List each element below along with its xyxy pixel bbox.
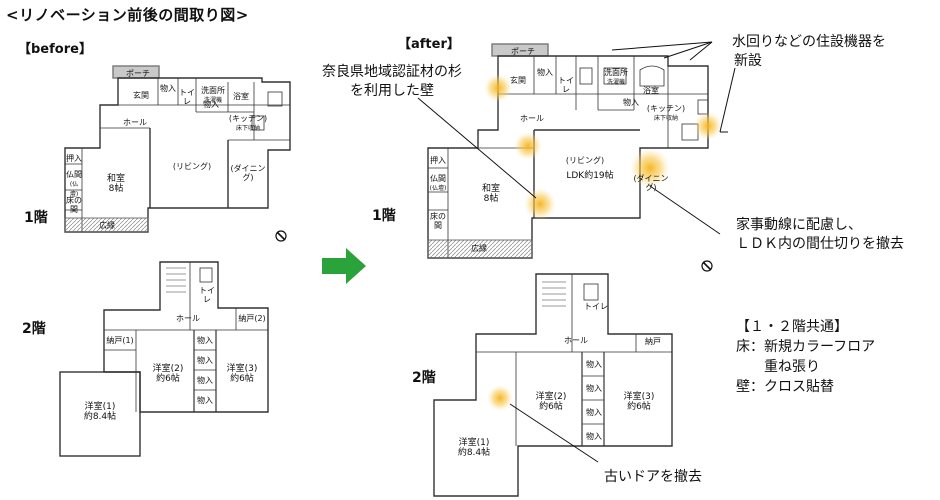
after-entrance: 玄関 bbox=[510, 76, 526, 85]
before-living: (リビング) bbox=[172, 162, 212, 171]
after-storage-2: 物入 bbox=[623, 98, 639, 107]
after2-yoshitsu1: 洋室(1)約8.4帖 bbox=[457, 438, 491, 458]
before2-storage-3: 物入 bbox=[197, 376, 213, 385]
common-heading: 【１・２階共通】 bbox=[736, 319, 848, 335]
before-floor2-plan bbox=[59, 261, 269, 457]
before2-storage-4: 物入 bbox=[197, 396, 213, 405]
renovation-highlights bbox=[484, 74, 722, 411]
after-washroom: 洗面所洗濯機 bbox=[604, 68, 628, 86]
common-wall: 壁：クロス貼替 bbox=[736, 379, 834, 395]
before2-hall: ホール bbox=[176, 314, 200, 323]
compass-icon bbox=[275, 230, 287, 242]
right-arrow-icon bbox=[322, 248, 366, 284]
annotation-cedar-wall: 奈良県地域認証材の杉 を利用した壁 bbox=[322, 64, 462, 99]
before-hall: ホール bbox=[123, 118, 147, 127]
before-storage-1: 物入 bbox=[160, 84, 176, 93]
before2-storage-2: 物入 bbox=[197, 356, 213, 365]
after2-hall: ホール bbox=[564, 336, 588, 345]
after-kitchen: (キッチン)床下収納 bbox=[646, 104, 686, 122]
before-floor1-plan bbox=[64, 65, 291, 233]
after-oshiire: 押入 bbox=[430, 156, 446, 165]
after-label: 【after】 bbox=[398, 37, 460, 52]
after-toilet: トイレ bbox=[558, 76, 574, 94]
before-floor1-label: 1階 bbox=[24, 210, 48, 226]
after2-yoshitsu3: 洋室(3)約6帖 bbox=[623, 392, 655, 412]
after2-storage-1: 物入 bbox=[586, 360, 602, 369]
before-floor2-label: 2階 bbox=[22, 321, 46, 337]
before-kitchen: (キッチン)床下収納 bbox=[228, 114, 268, 132]
after-dining: (ダイニング) bbox=[633, 174, 669, 192]
leader-lines bbox=[417, 41, 736, 463]
after-butsuma: 仏間(仏壇) bbox=[429, 174, 447, 192]
common-notes: 【１・２階共通】 床：新規カラーフロア 重ね張り 壁：クロス貼替 bbox=[736, 317, 875, 397]
before-tokonoma: 床の間 bbox=[66, 196, 82, 214]
annotation-equipment: 水回りなどの住設機器を 新設 bbox=[732, 34, 886, 69]
after-floor1-label: 1階 bbox=[372, 208, 396, 224]
after-engawa: 広縁 bbox=[471, 244, 487, 253]
before2-yoshitsu2: 洋室(2)約6帖 bbox=[152, 364, 184, 384]
compass-icon bbox=[701, 260, 713, 272]
after2-yoshitsu2: 洋室(2)約6帖 bbox=[535, 392, 567, 412]
before2-nando1: 納戸(1) bbox=[106, 336, 134, 345]
before2-yoshitsu1: 洋室(1)約8.4帖 bbox=[83, 402, 117, 422]
after2-storage-4: 物入 bbox=[586, 432, 602, 441]
after-bath: 浴室 bbox=[643, 86, 659, 95]
before-butsuma: 仏間(仏壇) bbox=[66, 170, 82, 198]
before-engawa: 広縁 bbox=[99, 221, 115, 230]
after2-storage-3: 物入 bbox=[586, 408, 602, 417]
before2-yoshitsu3: 洋室(3)約6帖 bbox=[226, 364, 258, 384]
common-floor-1: 床：新規カラーフロア bbox=[736, 339, 876, 355]
after2-nando: 納戸 bbox=[645, 337, 661, 346]
after-ldk: LDK約19帖 bbox=[566, 171, 614, 181]
before-label: 【before】 bbox=[18, 42, 92, 57]
after2-toilet: トイレ bbox=[584, 302, 608, 311]
annotation-housework: 家事動線に配慮し、 ＬＤＫ内の間仕切りを撤去 bbox=[736, 217, 904, 252]
after-hall: ホール bbox=[520, 114, 544, 123]
after-floor2-plan bbox=[433, 273, 673, 497]
after2-storage-2: 物入 bbox=[586, 384, 602, 393]
before-dining: (ダイニング) bbox=[230, 164, 266, 182]
before2-nando2: 納戸(2) bbox=[238, 314, 266, 323]
before-entrance: 玄関 bbox=[133, 91, 149, 100]
after-living: (リビング) bbox=[565, 156, 605, 165]
before-toilet: トイレ bbox=[179, 88, 195, 106]
after-storage-1: 物入 bbox=[537, 68, 553, 77]
common-floor-2: 重ね張り bbox=[764, 359, 820, 375]
before-bath: 浴室 bbox=[233, 92, 249, 101]
before-washroom: 洗面所洗濯機 bbox=[201, 86, 225, 104]
before-oshiire: 押入 bbox=[66, 154, 82, 163]
page-title: <リノベーション前後の間取り図> bbox=[6, 6, 249, 24]
after-porch: ポーチ bbox=[511, 47, 535, 56]
before-porch: ポーチ bbox=[126, 69, 150, 78]
after-floor2-label: 2階 bbox=[412, 370, 436, 386]
before2-toilet: トイレ bbox=[199, 286, 215, 304]
before2-storage-1: 物入 bbox=[197, 336, 213, 345]
annotation-door: 古いドアを撤去 bbox=[604, 469, 702, 485]
before-storage-2: 物入 bbox=[203, 100, 219, 109]
after-tokonoma: 床の間 bbox=[430, 212, 446, 230]
